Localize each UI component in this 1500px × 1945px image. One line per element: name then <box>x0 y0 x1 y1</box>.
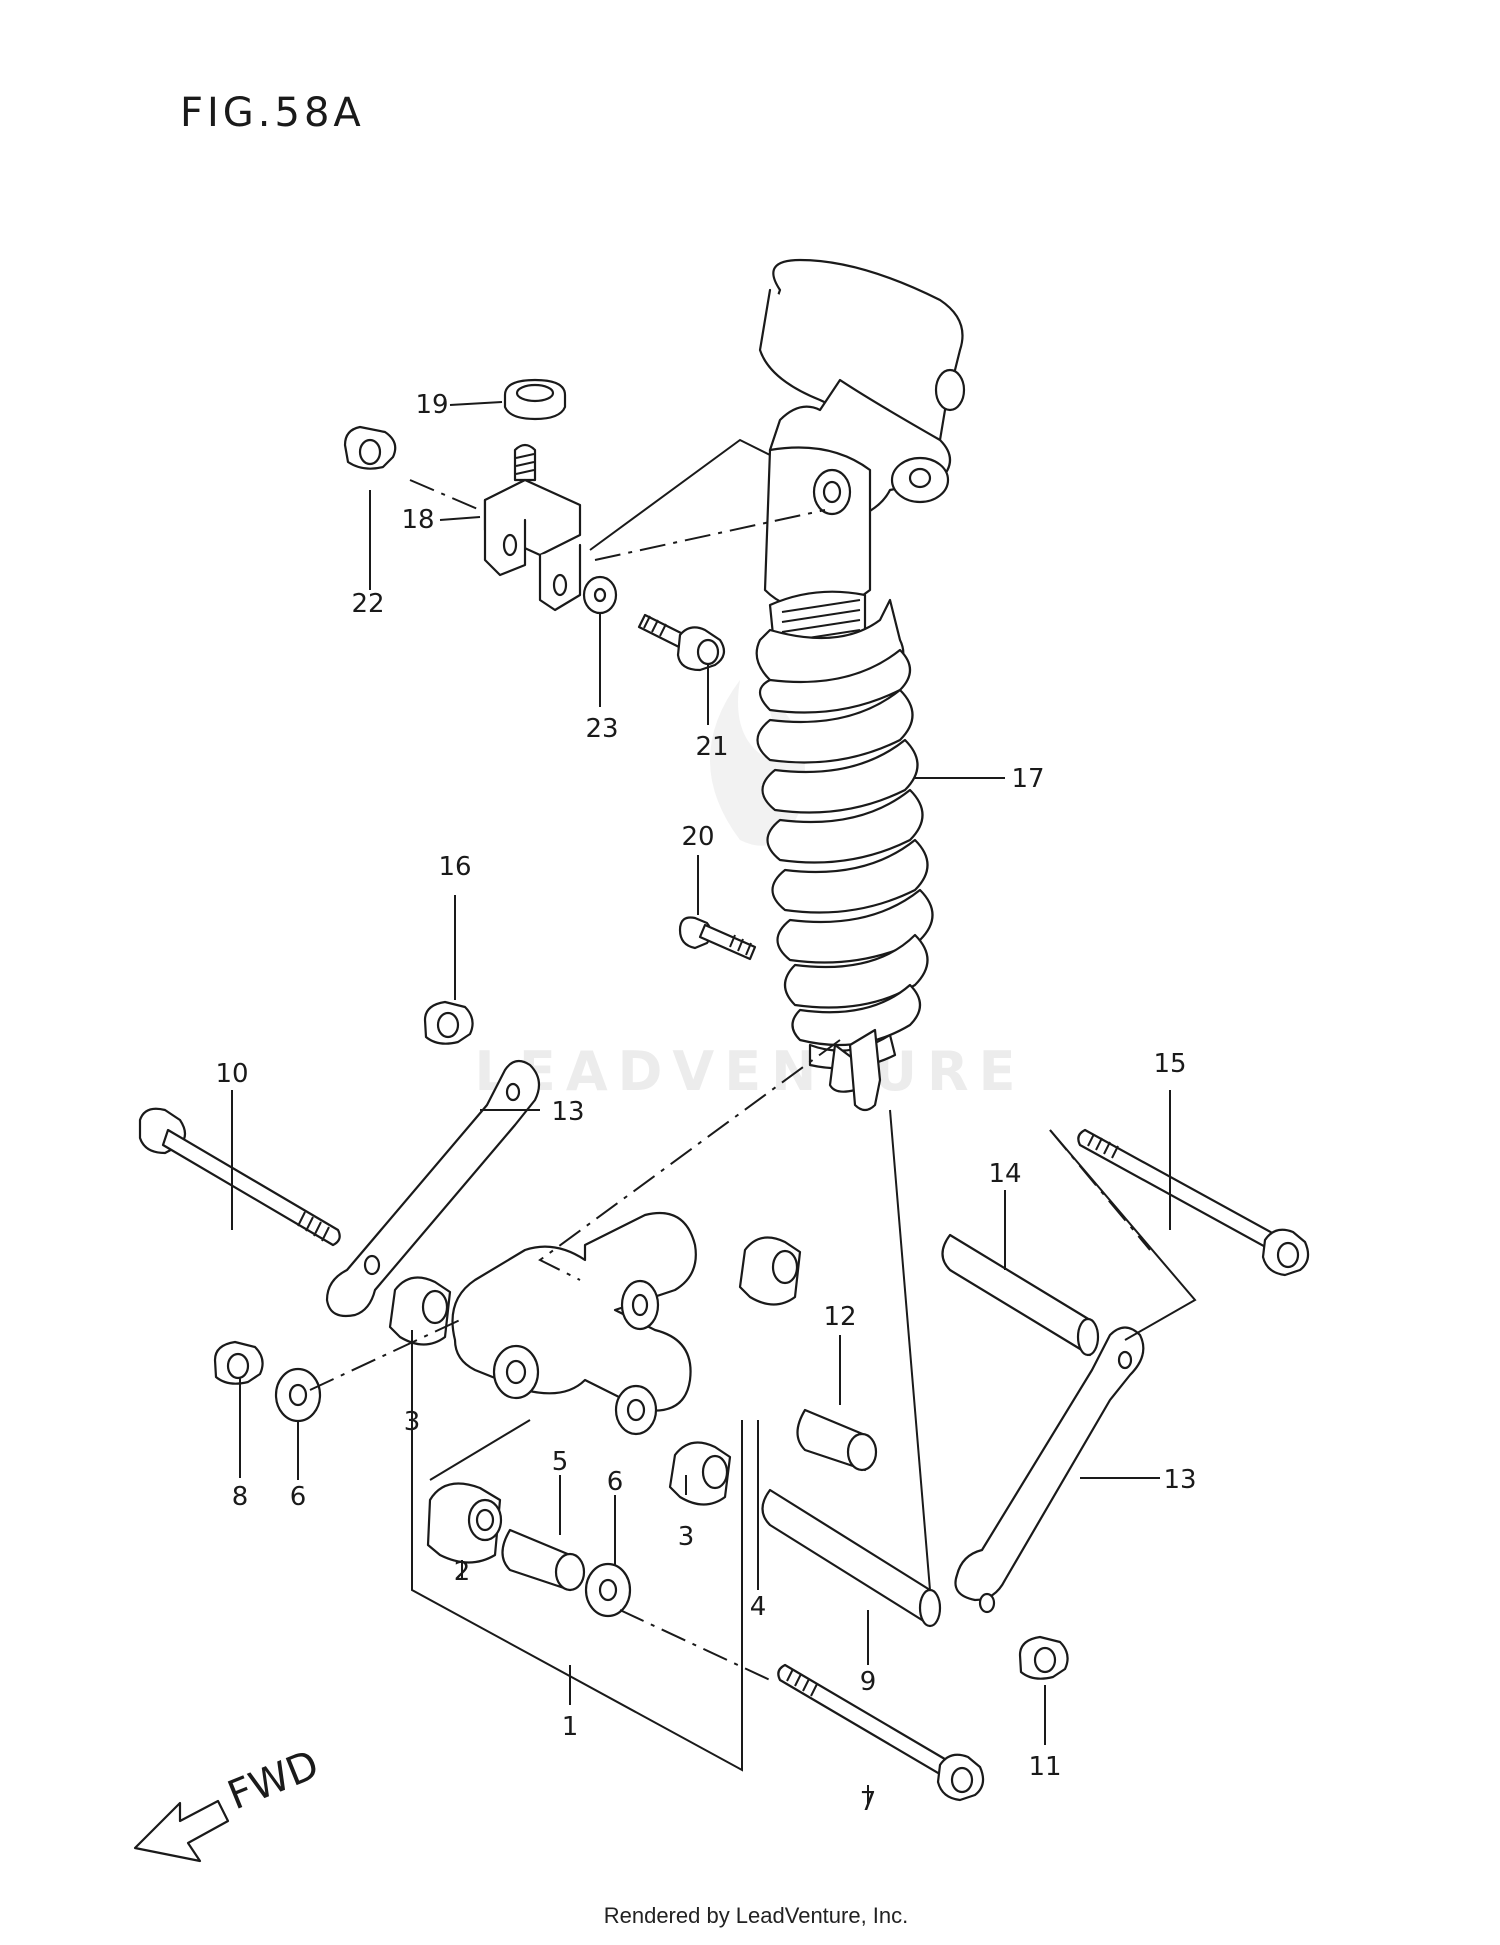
callout-18: 18 <box>401 505 434 535</box>
watermark-text: LEADVENTURE <box>475 1040 1026 1103</box>
figure-title: FIG.58A <box>180 90 365 136</box>
callout-21: 21 <box>695 732 728 762</box>
clevis-adjuster <box>483 443 582 612</box>
callout-2: 2 <box>454 1557 471 1587</box>
callout-6-left: 6 <box>290 1482 307 1512</box>
callout-7: 7 <box>860 1787 877 1817</box>
shock-absorber <box>755 258 966 1112</box>
callout-9: 9 <box>860 1667 877 1697</box>
callout-10: 10 <box>215 1059 248 1089</box>
bolt-21 <box>637 613 726 672</box>
collar-5 <box>501 1528 586 1592</box>
callout-5: 5 <box>552 1447 569 1477</box>
pipe-14 <box>941 1233 1100 1357</box>
callout-20: 20 <box>681 822 714 852</box>
bolt-20 <box>678 916 757 961</box>
cushion-lever <box>451 1211 697 1436</box>
callout-4: 4 <box>750 1592 767 1622</box>
nut-11 <box>1018 1635 1069 1680</box>
nut-8 <box>213 1340 264 1385</box>
callout-6-lower: 6 <box>607 1467 624 1497</box>
callout-13-upper: 13 <box>551 1097 584 1127</box>
footer-credit: Rendered by LeadVenture, Inc. <box>604 1903 909 1928</box>
callout-3-lower: 3 <box>678 1522 695 1552</box>
bolt-7 <box>777 1663 985 1802</box>
nut-16 <box>423 1000 474 1045</box>
bushing-2 <box>426 1482 503 1564</box>
callout-8: 8 <box>232 1482 249 1512</box>
fwd-label: FWD <box>222 1742 326 1820</box>
callout-1: 1 <box>562 1712 579 1742</box>
bolt-15 <box>1077 1128 1310 1277</box>
callout-3-upper: 3 <box>404 1407 421 1437</box>
cushion-rod-13-lower <box>954 1326 1145 1614</box>
callout-15: 15 <box>1153 1049 1186 1079</box>
forward-arrow: FWD <box>133 1742 326 1863</box>
callout-12: 12 <box>823 1302 856 1332</box>
callout-13-lower: 13 <box>1163 1465 1196 1495</box>
callout-leaders <box>231 401 1171 1805</box>
washer-6-left <box>274 1367 322 1423</box>
callout-17: 17 <box>1011 764 1044 794</box>
leader-lines <box>309 438 1197 1772</box>
collar-12 <box>796 1408 878 1472</box>
callout-16: 16 <box>438 852 471 882</box>
callout-23: 23 <box>585 714 618 744</box>
nut-22 <box>343 425 397 470</box>
callout-14: 14 <box>988 1159 1021 1189</box>
callout-labels: 1 2 3 3 4 5 6 6 7 8 9 10 11 12 13 13 14 … <box>215 390 1196 1817</box>
callout-11: 11 <box>1028 1752 1061 1782</box>
bolt-10 <box>138 1107 341 1247</box>
washer-6-lower <box>584 1562 632 1618</box>
bushing-3-lower <box>668 1441 732 1506</box>
nut-19 <box>503 378 567 421</box>
bushing-3-upper <box>388 1276 452 1346</box>
pipe-9 <box>761 1488 942 1628</box>
bushing-4 <box>738 1236 802 1306</box>
callout-19: 19 <box>415 390 448 420</box>
cushion-rod-13-upper <box>325 1059 541 1318</box>
callout-22: 22 <box>351 589 384 619</box>
washer-23 <box>582 575 618 615</box>
